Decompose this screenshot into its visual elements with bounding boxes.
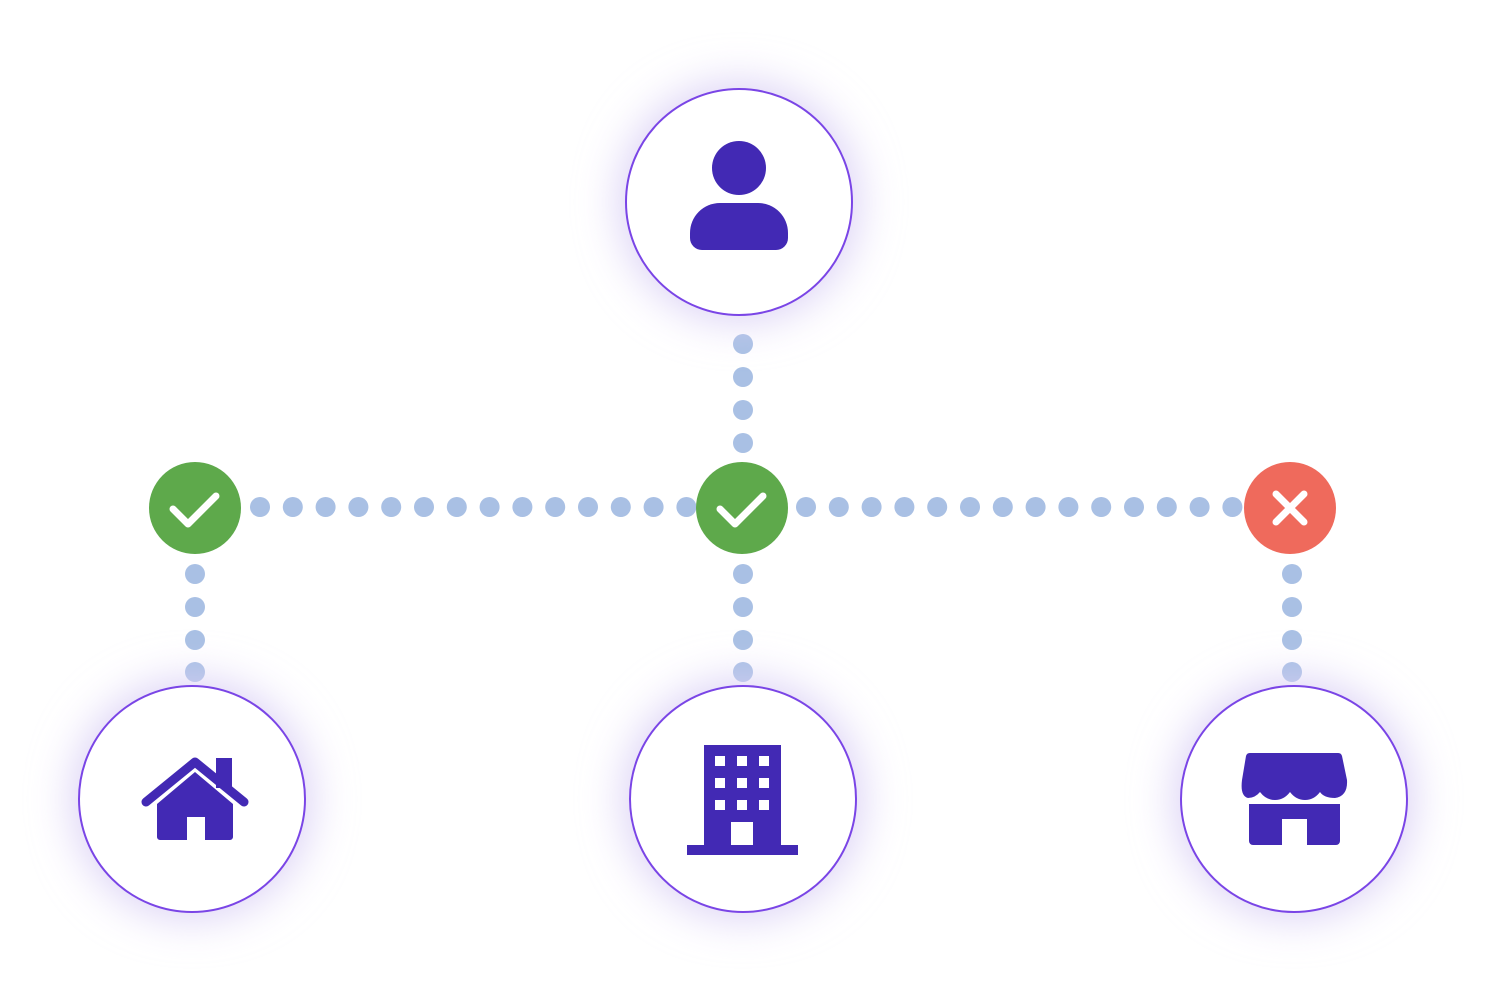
connector-dot xyxy=(992,497,1013,517)
connector-dot xyxy=(733,662,753,682)
house-node xyxy=(74,681,310,917)
connector-dot xyxy=(861,497,882,517)
connector-dot xyxy=(733,334,753,354)
connector-dot xyxy=(1282,630,1302,650)
connector-dot xyxy=(282,497,303,517)
connector-dot xyxy=(733,630,753,650)
connector-dot xyxy=(676,497,697,517)
status-success-center xyxy=(696,462,788,554)
connector-dot xyxy=(927,497,948,517)
x-icon xyxy=(1272,490,1308,526)
user-icon xyxy=(690,141,788,250)
connector-dot xyxy=(1124,497,1144,517)
connector-dot xyxy=(796,497,816,517)
connector-dot xyxy=(545,497,566,517)
connector-dot xyxy=(185,662,205,682)
connector-dot xyxy=(960,497,980,517)
office-building-icon xyxy=(687,745,798,855)
connector-dot xyxy=(610,497,631,517)
connector-dot xyxy=(733,433,753,453)
connector-dot xyxy=(733,564,753,584)
connector-dot xyxy=(446,497,467,517)
connector-dot xyxy=(185,630,205,650)
check-icon xyxy=(169,492,220,528)
office-building-node xyxy=(625,681,861,917)
status-failure-right xyxy=(1244,462,1336,554)
connector-dot xyxy=(1156,497,1177,517)
connector-dot xyxy=(185,564,205,584)
connector-dot xyxy=(1222,497,1243,517)
status-success-left xyxy=(149,462,241,554)
connector-dots xyxy=(185,334,1302,682)
connector-dot xyxy=(381,497,402,517)
connector-dot xyxy=(1282,597,1302,617)
connector-dot xyxy=(348,497,369,517)
connector-dot xyxy=(733,367,753,387)
connector-dot xyxy=(578,497,598,517)
connector-dot xyxy=(185,597,205,617)
connector-dot xyxy=(1091,497,1112,517)
store-node xyxy=(1176,681,1412,917)
connector-dot xyxy=(828,497,849,517)
check-icon xyxy=(716,492,767,528)
connector-dot xyxy=(1189,497,1210,517)
connector-dot xyxy=(1058,497,1079,517)
connector-dot xyxy=(1282,662,1302,682)
house-icon xyxy=(141,757,249,840)
user-node xyxy=(621,84,857,320)
connector-dot xyxy=(512,497,533,517)
connector-dot xyxy=(1025,497,1046,517)
connector-dot xyxy=(733,400,753,420)
connector-dot xyxy=(643,497,664,517)
connector-dot xyxy=(479,497,500,517)
store-icon xyxy=(1241,752,1348,845)
connector-dot xyxy=(414,497,434,517)
connector-dot xyxy=(1282,564,1302,584)
connector-dot xyxy=(733,597,753,617)
connector-dot xyxy=(250,497,270,517)
connector-dot xyxy=(315,497,336,517)
connector-dot xyxy=(894,497,915,517)
